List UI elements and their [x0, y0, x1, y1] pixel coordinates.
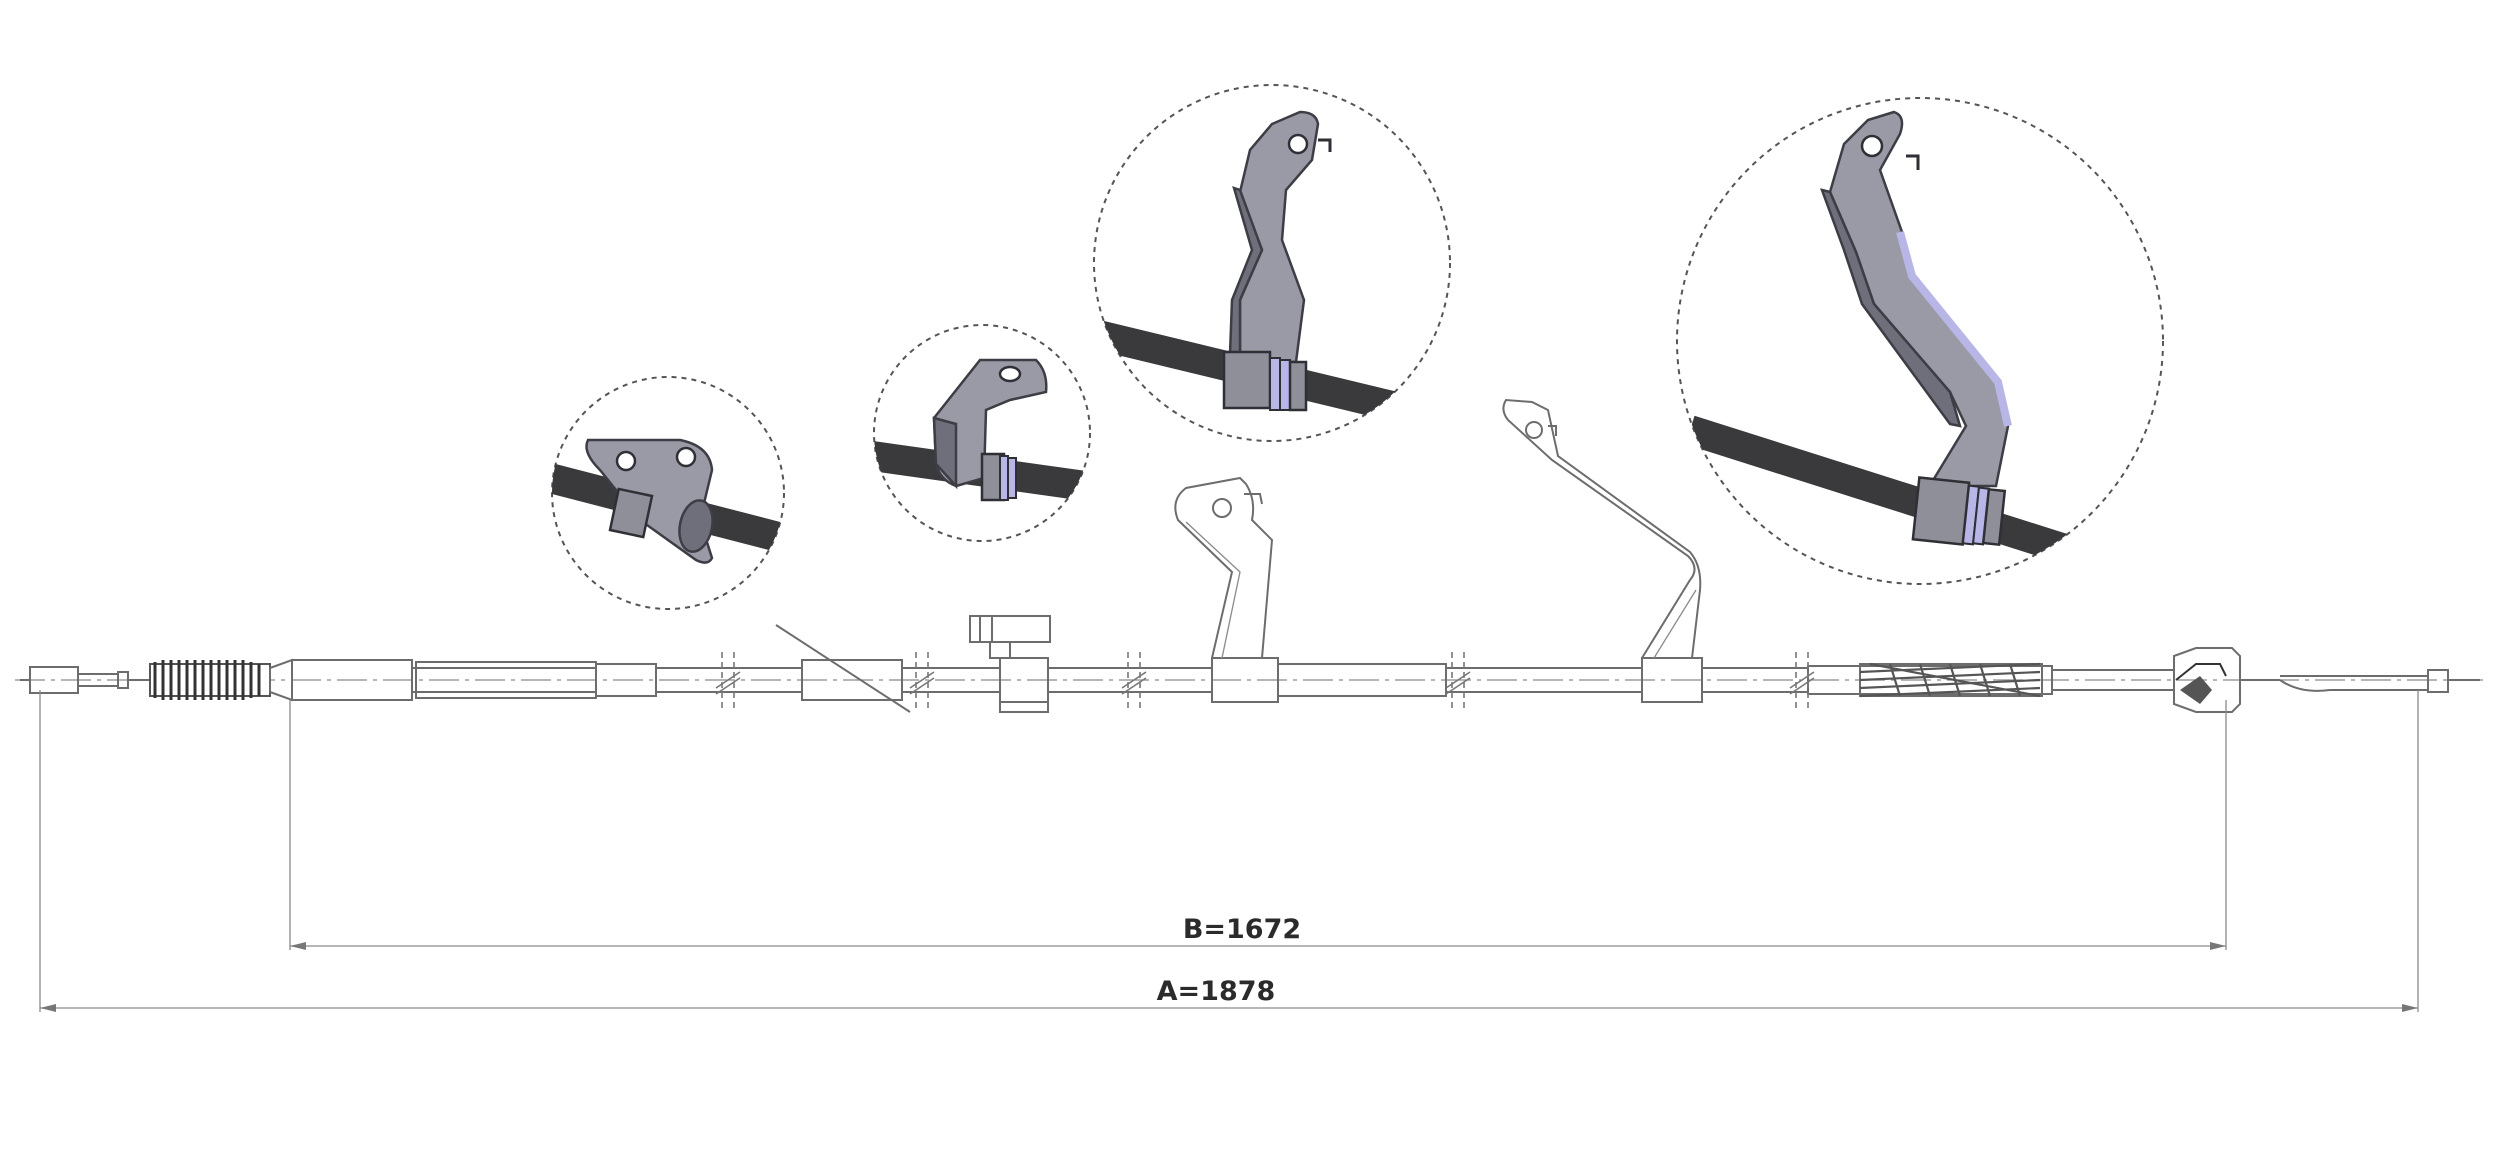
cable-assembly — [15, 398, 2485, 713]
rubber-boot — [149, 660, 271, 700]
detail-view-4 — [1676, 97, 2164, 585]
break-marks — [715, 652, 1815, 708]
dimension-a-label: A=1878 — [1157, 976, 1276, 1007]
right-end-fitting — [2173, 647, 2480, 713]
tab-bracket — [969, 615, 1051, 713]
detail-view-3 — [1093, 84, 1451, 442]
dimension-b-arrow-right — [2210, 942, 2226, 950]
dimension-a-arrow-left — [40, 1004, 56, 1012]
left-end-fitting — [20, 666, 150, 694]
bracket-outline-2 — [1502, 398, 1702, 659]
bracket-outline-1 — [1174, 476, 1274, 659]
dimension-b-arrow-left — [290, 942, 306, 950]
detail-view-1 — [551, 376, 785, 610]
conduit — [269, 624, 2175, 713]
detail-view-2 — [873, 324, 1091, 542]
dimension-b-label: B=1672 — [1183, 914, 1301, 945]
dimension-lines: B=1672 A=1878 — [39, 690, 2419, 1012]
dimension-a-arrow-right — [2402, 1004, 2418, 1012]
